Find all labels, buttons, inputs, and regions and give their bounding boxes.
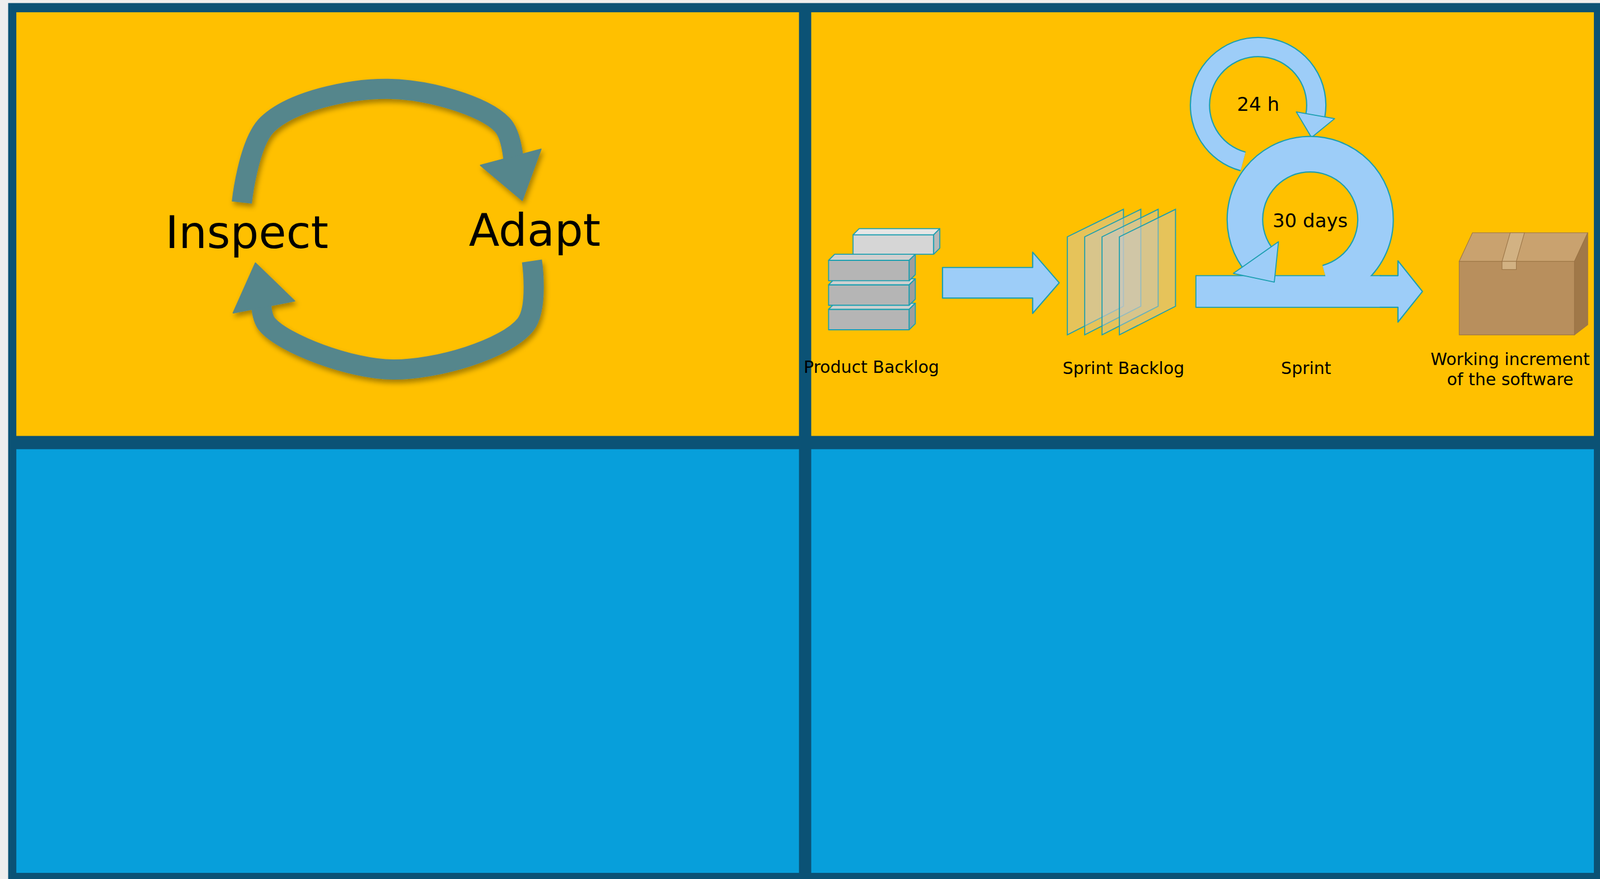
cycle-arrow (233, 260, 534, 370)
sheet (1119, 209, 1176, 335)
node-label: 30 days (1272, 208, 1348, 232)
box-tape (1502, 232, 1525, 262)
backlog-item (909, 278, 916, 306)
block-arrow (1379, 260, 1423, 322)
sprint-backlog: Sprint Backlog (1059, 204, 1190, 383)
connector-group (233, 88, 1423, 370)
arrow-shaft (261, 260, 534, 370)
arrow-head (480, 148, 541, 201)
arrow-shaft (241, 88, 515, 203)
loop-head (1233, 241, 1279, 283)
cycle-arrow (241, 88, 542, 203)
box-tape (1502, 261, 1517, 270)
backlog-item (909, 254, 916, 281)
box-top (1458, 232, 1588, 262)
arrow-head (233, 263, 295, 313)
node-label: Inspect (165, 205, 329, 260)
flow-arrow (1379, 260, 1423, 322)
backlog-item (933, 228, 940, 255)
increment-box (1458, 232, 1588, 335)
sprint-cycle: 30 daysSprint (1193, 135, 1380, 383)
node-label: Adapt (468, 203, 601, 258)
sprint-backlog-sheets (1067, 209, 1176, 335)
software-increment: Working increment of the software (1422, 226, 1598, 394)
cycle-step: Inspect (162, 202, 332, 264)
node-label: Working increment of the software (1426, 349, 1595, 390)
backlog-item (828, 254, 916, 261)
node-label: Sprint (1281, 358, 1332, 379)
loop-head (1296, 111, 1335, 138)
yellow-panel (16, 12, 800, 436)
backlog-item (828, 284, 910, 306)
blue-panel (811, 448, 1595, 873)
daily-cycle: 24 h (1190, 37, 1327, 172)
backlog-item (909, 303, 916, 330)
box-side (1574, 232, 1588, 335)
box-front (1458, 261, 1575, 335)
node-label: Product Backlog (803, 357, 940, 378)
backlog-item (852, 234, 934, 255)
backlog-item (828, 260, 910, 281)
block-arrow (942, 251, 1060, 313)
backlog-item (828, 309, 910, 330)
product-backlog: Product Backlog (800, 222, 943, 382)
panel-frame (8, 2, 1600, 879)
sprint-loop (1195, 153, 1381, 308)
backlog-stack (828, 228, 941, 330)
cycle-step: Adapt (465, 200, 604, 261)
node-label: 24 h (1236, 92, 1280, 116)
flow-arrow (942, 251, 1060, 313)
backlog-item (852, 228, 940, 235)
node-label: Sprint Backlog (1062, 358, 1185, 379)
blue-panel (16, 448, 800, 873)
